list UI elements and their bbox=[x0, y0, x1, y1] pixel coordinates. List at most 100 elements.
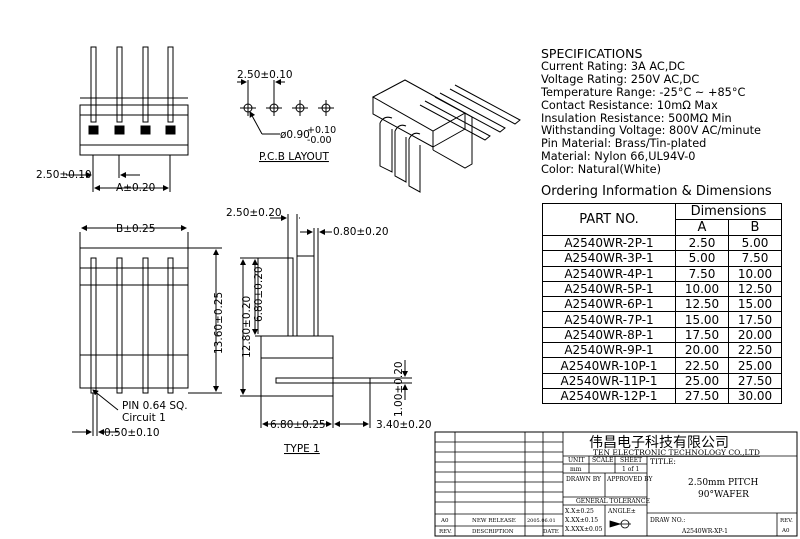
drawing-no-label: DRAW NO.: bbox=[650, 517, 685, 524]
scale-label: SCALE bbox=[592, 457, 613, 464]
specifications-heading: SPECIFICATIONS bbox=[541, 46, 643, 61]
dim-pcb-pitch: 2.50±0.10 bbox=[237, 69, 293, 81]
dim-a-cell: 20.00 bbox=[675, 342, 729, 359]
dim-a-cell: 25.00 bbox=[675, 372, 729, 389]
dim-pcb-tol-plus: +0.10 bbox=[307, 125, 336, 136]
top-view-pins bbox=[90, 46, 174, 123]
dim-b-cell: 5.00 bbox=[728, 234, 782, 252]
dim-side-v2: 6.80±0.20 bbox=[253, 266, 265, 322]
date-label: DATE bbox=[543, 529, 559, 535]
part-number-cell: A2540WR-2P-1 bbox=[542, 234, 676, 252]
tolerance-2: X.XX±0.15 bbox=[565, 517, 598, 524]
dim-pcb-hole: ø0.90 bbox=[280, 129, 310, 141]
dim-b-cell: 7.50 bbox=[728, 250, 782, 267]
angle-label: ANGLE± bbox=[607, 508, 636, 515]
dim-a-cell: 7.50 bbox=[675, 265, 729, 282]
part-number-cell: A2540WR-8P-1 bbox=[542, 326, 676, 344]
title-line-2: 90°WAFER bbox=[698, 490, 749, 500]
front-view bbox=[72, 225, 222, 436]
dim-front-height: 13.60±0.25 bbox=[213, 292, 225, 354]
dim-front-bottom: 0.50±0.10 bbox=[104, 427, 160, 439]
new-release: NEW RELEASE bbox=[472, 518, 516, 524]
pcb-layout-label: P.C.B LAYOUT bbox=[259, 151, 329, 163]
approved-by-label: APPROVED BY bbox=[606, 476, 653, 483]
dim-b-cell: 30.00 bbox=[728, 387, 782, 405]
spec-line: Color: Natural(White) bbox=[541, 163, 662, 177]
unit-label: UNIT bbox=[568, 457, 585, 464]
rev-a0: A0 bbox=[440, 518, 449, 524]
specifications: SPECIFICATIONS Current Rating: 3A AC,DC … bbox=[541, 46, 761, 177]
dim-side-bottom-right: 3.40±0.20 bbox=[376, 419, 432, 431]
spec-line: Pin Material: Brass/Tin-plated bbox=[541, 137, 707, 151]
dim-b-cell: 20.00 bbox=[728, 326, 782, 344]
col-part-header: PART NO. bbox=[542, 203, 676, 236]
front-view-pins bbox=[90, 257, 174, 394]
part-number-cell: A2540WR-9P-1 bbox=[542, 342, 676, 359]
spec-line: Temperature Range: -25°C ~ +85°C bbox=[541, 85, 746, 99]
ordering-heading: Ordering Information & Dimensions bbox=[541, 184, 772, 199]
spec-line: Material: Nylon 66,UL94V-0 bbox=[541, 150, 696, 164]
rev-date: 2005.06.01 bbox=[527, 518, 556, 524]
dim-side-top-right: 0.80±0.20 bbox=[333, 226, 389, 238]
spec-line: Current Rating: 3A AC,DC bbox=[541, 59, 685, 73]
part-number-cell: A2540WR-6P-1 bbox=[542, 296, 676, 313]
sheet-label: SHEET bbox=[620, 457, 642, 464]
dim-top-left: 2.50±0.10 bbox=[36, 169, 92, 181]
top-view bbox=[66, 46, 189, 192]
spec-line: Voltage Rating: 250V AC,DC bbox=[541, 72, 700, 86]
part-number-cell: A2540WR-3P-1 bbox=[542, 250, 676, 267]
dim-b-cell: 10.00 bbox=[728, 265, 782, 282]
pin-note-1: PIN 0.64 SQ. bbox=[122, 400, 188, 412]
dim-a-cell: 2.50 bbox=[675, 234, 729, 252]
part-number-cell: A2540WR-7P-1 bbox=[542, 311, 676, 328]
rev-right-label: REV. bbox=[780, 518, 793, 524]
table-header-row: PART NO. Dimensions bbox=[542, 203, 782, 236]
dim-a-cell: 17.50 bbox=[675, 326, 729, 344]
general-tolerance-label: GENERAL TOLERANCE bbox=[576, 498, 650, 505]
dim-side-bottom-left: 6.80±0.25 bbox=[270, 419, 326, 431]
pcb-holes bbox=[240, 100, 334, 116]
drawn-by-label: DRAWN BY bbox=[566, 476, 602, 483]
title-block bbox=[434, 431, 798, 537]
description-label: DESCRIPTION bbox=[472, 529, 514, 535]
part-number-cell: A2540WR-11P-1 bbox=[542, 372, 676, 389]
part-number-cell: A2540WR-4P-1 bbox=[542, 265, 676, 282]
dim-b-cell: 12.50 bbox=[728, 280, 782, 298]
spec-line: Withstanding Voltage: 800V AC/minute bbox=[541, 124, 761, 138]
pin-note-2: Circuit 1 bbox=[122, 412, 166, 424]
dim-pcb-tol-minus: -0.00 bbox=[307, 135, 332, 146]
part-number-cell: A2540WR-5P-1 bbox=[542, 280, 676, 298]
drawing-no: A2540WR-XP-1 bbox=[681, 528, 728, 535]
spec-line: Contact Resistance: 10mΩ Max bbox=[541, 98, 718, 112]
unit-value: mm bbox=[570, 466, 582, 473]
dim-b-cell: 22.50 bbox=[728, 342, 782, 359]
dim-side-v3: 1.00±0.20 bbox=[393, 361, 405, 417]
rev-right-value: A0 bbox=[781, 528, 790, 534]
part-number-cell: A2540WR-10P-1 bbox=[542, 357, 676, 374]
dim-front-b: B±0.25 bbox=[116, 223, 155, 235]
tolerance-3: X.XXX±0.05 bbox=[565, 526, 603, 533]
dim-b-cell: 25.00 bbox=[728, 357, 782, 374]
tolerance-1: X.X±0.25 bbox=[565, 508, 594, 515]
dim-b-cell: 27.50 bbox=[728, 372, 782, 389]
spec-line: Insulation Resistance: 500MΩ Min bbox=[541, 111, 732, 125]
title-line-1: 2.50mm PITCH bbox=[688, 478, 758, 488]
dim-b-cell: 15.00 bbox=[728, 296, 782, 313]
part-number-cell: A2540WR-12P-1 bbox=[542, 387, 676, 405]
iso-view bbox=[371, 79, 521, 193]
dim-a-cell: 15.00 bbox=[675, 311, 729, 328]
company-name-cn: 伟昌电子科技有限公司 bbox=[589, 435, 729, 451]
